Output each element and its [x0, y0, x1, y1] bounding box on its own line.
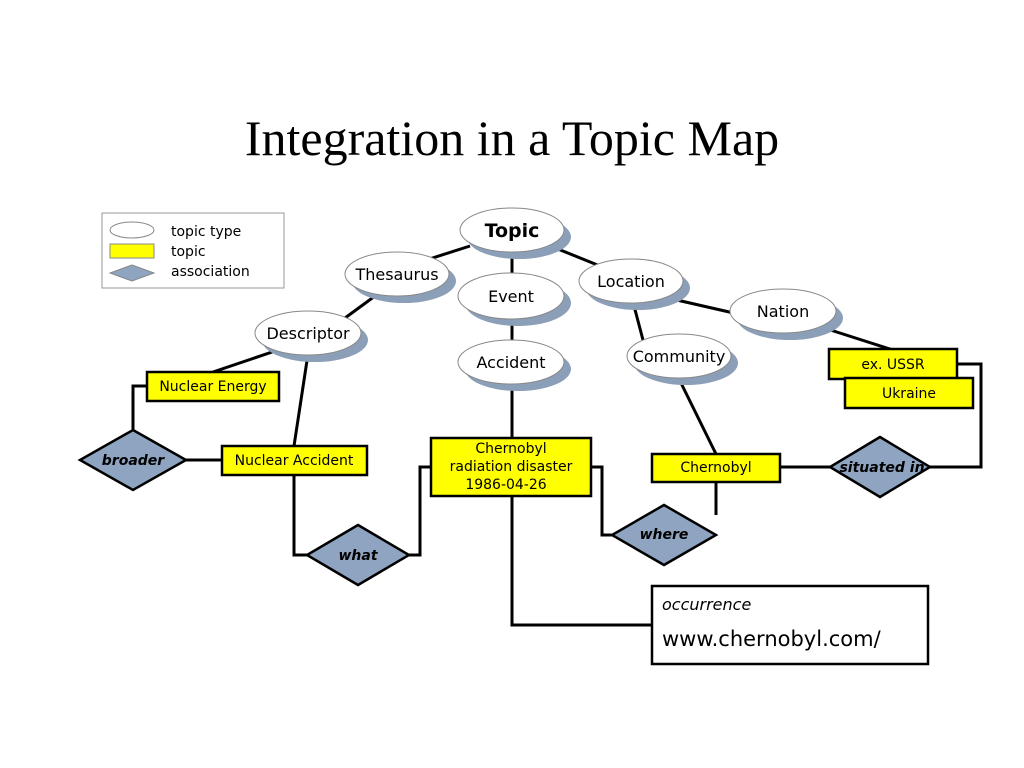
topic-type-label: Accident [476, 353, 545, 372]
legend-oval-icon [109, 221, 155, 239]
association-label: what [338, 548, 378, 564]
topic-type-label: Topic [485, 220, 540, 242]
topic-label-line-3: 1986-04-26 [465, 477, 546, 493]
topic-type-label: Descriptor [266, 324, 350, 343]
topic-label: Chernobyl [680, 460, 751, 476]
legend-topic-swatch [109, 243, 155, 259]
topic-nuclear-energy: Nuclear Energy [145, 370, 281, 403]
topic-type-thesaurus: Thesaurus [344, 251, 456, 303]
legend-diamond-icon [108, 264, 156, 282]
topic-type-label: Nation [757, 302, 809, 321]
topic-ex-ussr: ex. USSR [827, 347, 959, 381]
topic-type-event: Event [457, 272, 571, 326]
topic-type-descriptor: Descriptor [254, 310, 368, 362]
association-label: situated in [839, 460, 924, 476]
topic-type-label: Event [488, 287, 534, 306]
legend-association-label: association [171, 264, 250, 280]
topic-type-label: Community [633, 347, 726, 366]
association-label: where [640, 527, 689, 543]
topic-type-topic: Topic [459, 207, 571, 259]
association-what: what [304, 523, 412, 587]
topic-type-community: Community [626, 333, 738, 385]
topic-label: Nuclear Energy [159, 379, 266, 395]
association-label: broader [102, 453, 166, 469]
topic-ukraine: Ukraine [843, 376, 975, 410]
topic-chernobyl: Chernobyl [650, 452, 782, 484]
topic-type-location: Location [578, 258, 690, 310]
topic-type-accident: Accident [457, 339, 571, 391]
topic-type-nation: Nation [729, 288, 843, 340]
association-where: where [609, 503, 719, 567]
legend-topic-type-label: topic type [171, 224, 241, 240]
topic-chernobyl-disaster: Chernobyl radiation disaster 1986-04-26 [429, 436, 593, 498]
page-title: Integration in a Topic Map [245, 110, 779, 166]
occurrence-url[interactable]: www.chernobyl.com/ [662, 627, 882, 651]
topic-nuclear-accident: Nuclear Accident [220, 444, 369, 477]
topic-type-label: Thesaurus [354, 265, 438, 284]
association-broader: broader [77, 428, 189, 492]
occurrence-box: occurrence www.chernobyl.com/ [650, 584, 930, 666]
topic-label-line-1: Chernobyl [475, 441, 546, 457]
topic-type-label: Location [597, 272, 665, 291]
association-situated-in: situated in [827, 435, 933, 499]
topic-label: Ukraine [882, 386, 936, 402]
topic-label: ex. USSR [861, 357, 925, 373]
legend: topic type topic association [101, 212, 285, 289]
legend-topic-label: topic [171, 244, 206, 260]
topic-label: Nuclear Accident [235, 453, 354, 469]
occurrence-label: occurrence [662, 595, 751, 614]
topic-label-line-2: radiation disaster [450, 459, 573, 475]
